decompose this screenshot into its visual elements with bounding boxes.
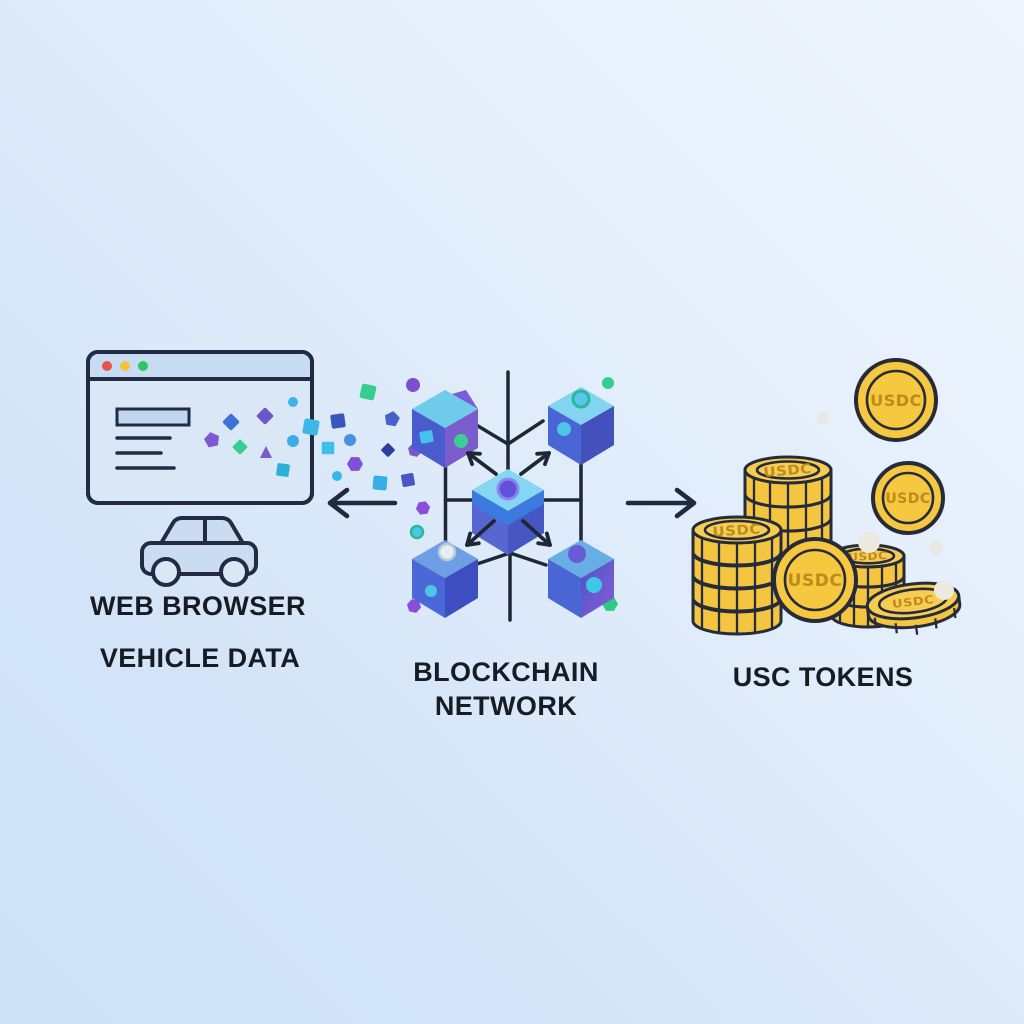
usdc-coin-floating-2: USDC: [871, 461, 945, 535]
sparkle: [934, 580, 954, 600]
car-wheel: [219, 557, 249, 587]
sparkle: [929, 541, 943, 555]
coin-label: USDC: [870, 391, 922, 410]
usdc-coin-floating-1: USDC: [854, 358, 938, 442]
particle: [400, 472, 416, 488]
usdc-coin-tilted: USDC: [865, 581, 962, 635]
arrow-left-head: [327, 487, 350, 519]
particle: [383, 409, 401, 427]
sparkle-dots: [817, 412, 954, 600]
coin-label: USDC: [712, 522, 761, 540]
coin-label: USDC: [788, 571, 843, 591]
cube-bottom-left: [412, 540, 478, 618]
usdc-coin-front: USDC: [772, 537, 858, 623]
particle: [332, 471, 342, 481]
particle: [406, 378, 420, 392]
sparkle: [817, 412, 829, 424]
coin-label: USDC: [763, 462, 813, 481]
coin-label: USDC: [848, 549, 888, 564]
window-dot-red: [102, 361, 112, 371]
particle: [302, 418, 320, 436]
vehicle-data-label: VEHICLE DATA: [50, 641, 350, 675]
vehicle-data-label-text: VEHICLE DATA: [99, 643, 301, 673]
particle: [359, 383, 377, 401]
blockchain-label-line2: NETWORK: [434, 691, 578, 721]
blockchain-network-icon: [412, 370, 614, 622]
cube-bottom-right: [548, 540, 614, 618]
network-arrows: [465, 451, 552, 547]
arrow-left-icon: [327, 487, 398, 519]
particle: [288, 397, 298, 407]
particle: [275, 462, 291, 478]
blockchain-network-label: BLOCKCHAIN NETWORK: [356, 655, 656, 723]
particle: [344, 434, 356, 446]
car-wheel: [151, 557, 181, 587]
car-roof: [158, 516, 246, 547]
cube-center: [472, 469, 544, 555]
browser-titlebar: [88, 352, 312, 379]
particle: [330, 413, 346, 429]
cube-top-right: [548, 387, 614, 465]
web-browser-label-text: WEB BROWSER: [90, 591, 306, 621]
browser-window-icon: [86, 350, 314, 505]
window-dot-green: [138, 361, 148, 371]
arrow-right-head: [674, 487, 697, 519]
particle: [415, 500, 431, 516]
particle: [347, 457, 363, 471]
particle: [287, 435, 299, 447]
particle: [321, 441, 335, 455]
usc-tokens-label: USC TOKENS: [673, 660, 973, 694]
content-lines: [115, 436, 176, 470]
particle: [372, 475, 388, 491]
car-icon: [140, 516, 258, 587]
search-box: [115, 407, 191, 427]
coin-label: USDC: [885, 491, 930, 507]
arrow-right-icon: [625, 487, 697, 519]
data-particles: [202, 377, 618, 614]
particle: [602, 377, 614, 389]
particle: [409, 524, 425, 540]
usdc-coins-icon: USDC USDC USDC USDC: [691, 358, 962, 636]
usc-tokens-label-text: USC TOKENS: [732, 662, 914, 692]
web-browser-label: WEB BROWSER: [48, 589, 348, 623]
coin-label: USDC: [891, 593, 934, 611]
blockchain-label-line1: BLOCKCHAIN: [413, 657, 599, 687]
window-dot-yellow: [120, 361, 130, 371]
sparkle: [858, 531, 880, 553]
coin-stack-left: USDC: [691, 515, 783, 636]
particle: [380, 442, 396, 458]
cube-top-left: [412, 390, 478, 468]
